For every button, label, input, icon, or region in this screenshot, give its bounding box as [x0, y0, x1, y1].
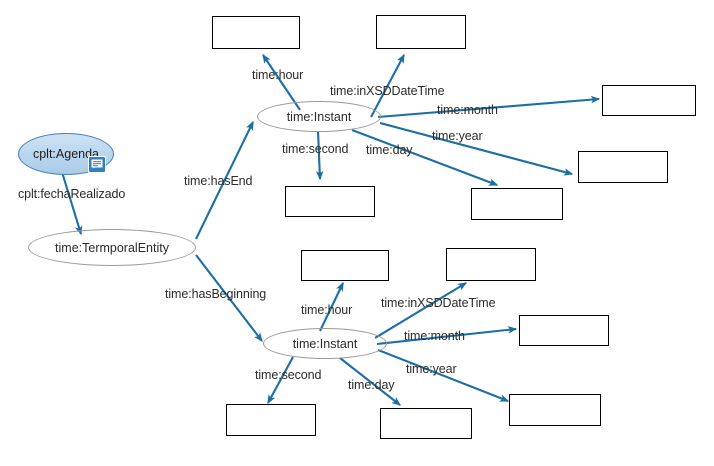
- literal-box-end-month[interactable]: [602, 85, 696, 116]
- literal-box-end-hour[interactable]: [212, 16, 300, 49]
- edge-begin-time-year: [377, 349, 510, 402]
- literal-box-begin-month[interactable]: [519, 315, 609, 346]
- node-time-instant-end-label: time:Instant: [286, 109, 352, 124]
- edge-end-time-hour: [262, 54, 301, 111]
- edge-end-time-day: [351, 129, 499, 186]
- edge-end-time-month: [377, 95, 601, 119]
- edge-label-begin-time-second: time:second: [255, 368, 322, 382]
- node-time-temporalentity[interactable]: time:TermporalEntity: [28, 229, 196, 266]
- edge-end-time-year: [379, 121, 574, 176]
- edge-label-begin-time-year: time:year: [406, 362, 457, 376]
- edge-label-end-time-hour: time:hour: [252, 68, 304, 82]
- literal-box-begin-day[interactable]: [380, 408, 472, 439]
- literal-box-end-second[interactable]: [285, 186, 375, 217]
- literal-box-begin-inxsddatetime[interactable]: [446, 248, 536, 281]
- edge-label-begin-time-hour: time:hour: [301, 303, 353, 317]
- edge-label-time-hasend: time:hasEnd: [184, 174, 253, 188]
- literal-box-end-inxsddatetime[interactable]: [376, 15, 466, 49]
- edge-end-time-second: [315, 130, 324, 181]
- node-time-temporalentity-label: time:TermporalEntity: [55, 240, 169, 255]
- edge-cplt-fecharealizado: [60, 171, 83, 236]
- literal-box-begin-hour[interactable]: [301, 250, 389, 281]
- edge-time-hasend: [195, 120, 254, 240]
- edge-begin-time-inxsddatetime: [374, 282, 468, 339]
- comment-icon[interactable]: [88, 156, 106, 173]
- edge-label-begin-time-day: time:day: [348, 378, 395, 392]
- edge-begin-time-second: [267, 356, 294, 405]
- edge-label-time-hasbeginning: time:hasBeginning: [165, 287, 267, 301]
- edge-label-end-time-second: time:second: [282, 142, 349, 156]
- edge-label-begin-time-inxsddatetime: time:inXSDDateTime: [381, 296, 496, 310]
- edge-label-end-time-day: time:day: [366, 143, 413, 157]
- node-time-instant-end[interactable]: time:Instant: [257, 101, 381, 132]
- node-time-instant-begin-label: time:Instant: [292, 336, 358, 351]
- literal-box-begin-year[interactable]: [509, 394, 601, 426]
- edge-begin-time-hour: [319, 281, 344, 332]
- edge-time-hasbeginning: [195, 254, 263, 342]
- node-cplt-agenda-label: cplt:Agenda: [32, 147, 100, 161]
- edge-end-time-inxsddatetime: [370, 53, 405, 118]
- edge-label-begin-time-month: time:month: [404, 329, 465, 343]
- edge-label-end-time-month: time:month: [437, 103, 498, 117]
- edge-begin-time-day: [339, 357, 401, 406]
- literal-box-begin-second[interactable]: [226, 404, 316, 436]
- edge-label-end-time-inxsddatetime: time:inXSDDateTime: [330, 84, 445, 98]
- literal-box-end-year[interactable]: [578, 151, 668, 183]
- literal-box-end-day[interactable]: [471, 188, 563, 220]
- node-time-instant-begin[interactable]: time:Instant: [263, 328, 387, 359]
- edge-label-end-time-year: time:year: [432, 129, 483, 143]
- edge-label-cplt-fecharealizado: cplt:fechaRealizado: [18, 187, 126, 201]
- edge-begin-time-month: [376, 326, 518, 346]
